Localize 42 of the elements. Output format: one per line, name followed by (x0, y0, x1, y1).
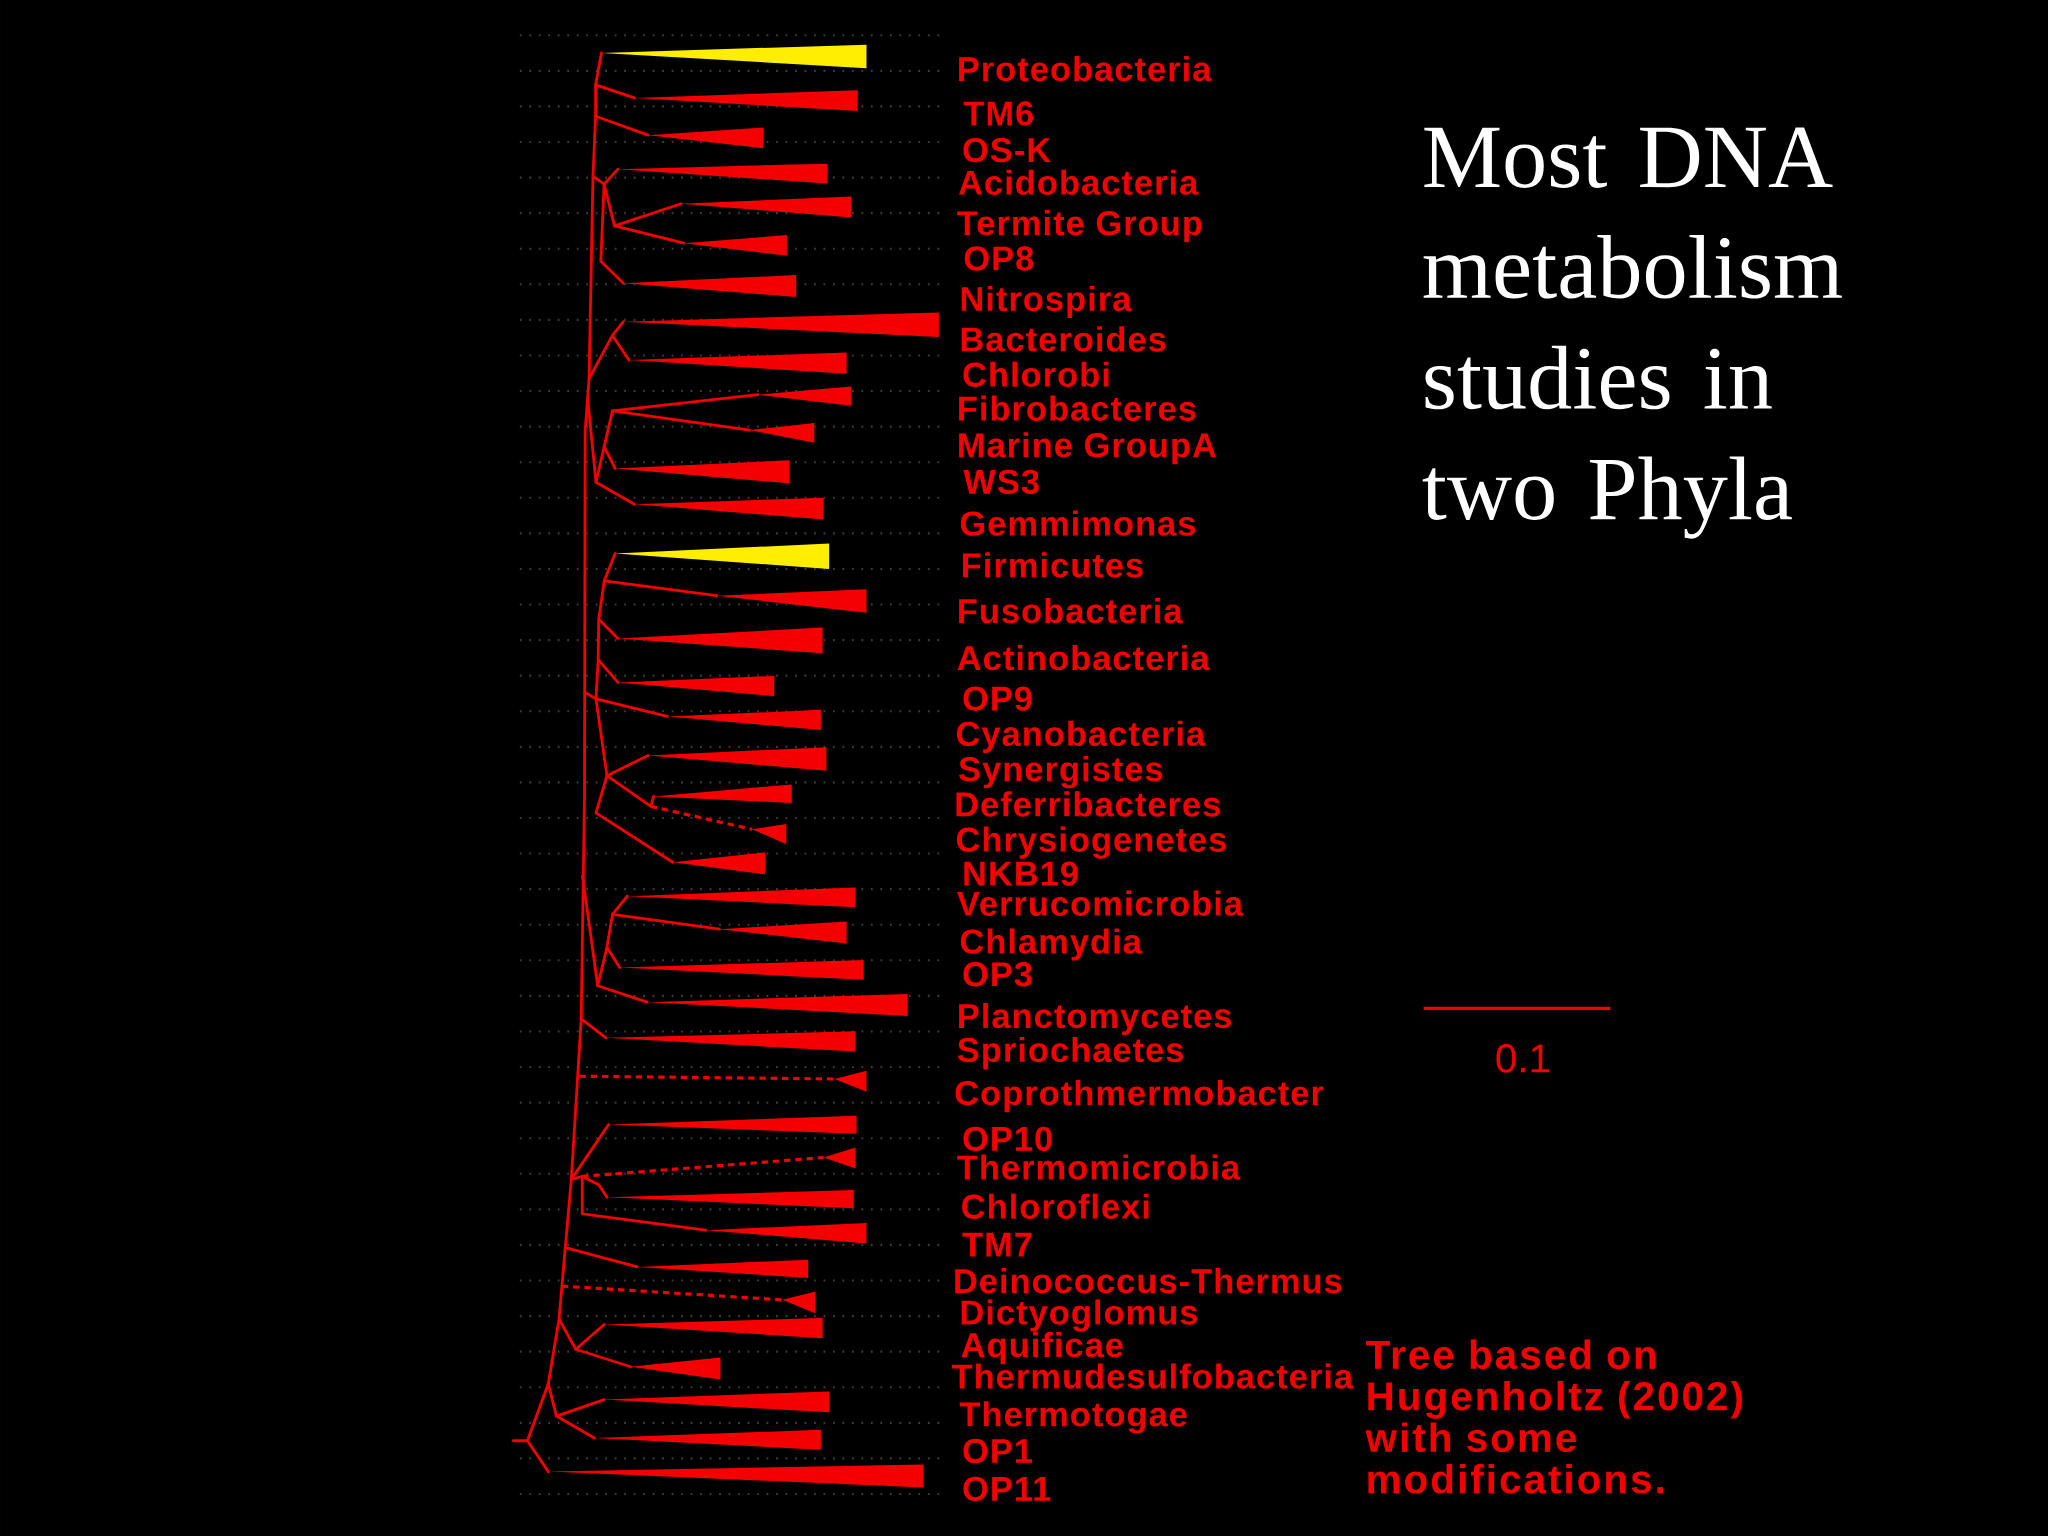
phylum-label: Spriochaetes (957, 1036, 1184, 1070)
phylum-label: Thermudesulfobacteria (951, 1363, 1354, 1389)
phylum-label: Nitrospira (961, 285, 1132, 319)
phylum-label: TM6 (963, 101, 1034, 126)
phylum-label: Synergistes (959, 756, 1163, 789)
phylum-label: Termite Group (957, 210, 1202, 243)
phylum-label: OP8 (964, 246, 1034, 271)
phylum-label: Marine GroupA (959, 432, 1216, 465)
phylum-label: OP10 (963, 1126, 1052, 1152)
phylum-label: Chrysiogenetes (956, 826, 1226, 859)
phylum-label: Proteobacteria (959, 56, 1212, 82)
phylum-label: Fusobacteria (959, 598, 1183, 624)
phylum-label: Verrucomicrobia (957, 890, 1244, 916)
phylum-label: OP1 (963, 1438, 1033, 1464)
phylum-label: Coprothmermobacter (955, 1080, 1324, 1113)
phylum-label: OP9 (963, 686, 1032, 711)
phylum-label: Deinococcus-Thermus (955, 1268, 1342, 1294)
phylum-label: Chloroflexi (962, 1193, 1149, 1219)
phylum-label: Thermotogae (959, 1401, 1187, 1434)
phylum-label: Aquificae (961, 1332, 1123, 1365)
phylum-label: OP11 (963, 1476, 1051, 1502)
phylum-label: Bacteroides (961, 326, 1166, 352)
phylum-label: OS-K (963, 137, 1051, 163)
phylum-label: Actinobacteria (957, 645, 1210, 671)
phylum-label: Chlamydia (960, 928, 1143, 961)
phylum-label: TM7 (962, 1232, 1032, 1257)
phylum-label: WS3 (963, 469, 1039, 495)
phylum-label: Chlorobi (963, 361, 1109, 387)
phylum-label: Thermomicrobia (957, 1154, 1241, 1180)
phylum-label: Acidobacteria (959, 169, 1199, 195)
phylum-label: Cyanobacteria (956, 720, 1206, 753)
phylum-label: Planctomycetes (959, 1002, 1232, 1036)
slide-title: Most DNA metabolism studies in two Phyla (1422, 127, 1842, 539)
phylum-label: NKB19 (964, 861, 1078, 886)
phylum-label: Gemmimonas (960, 510, 1196, 536)
phylum-label: OP3 (963, 962, 1032, 987)
phylum-label: Fibrobacteres (959, 395, 1196, 421)
phylum-label: Deferribacteres (956, 791, 1220, 817)
phylum-label: Dictyoglomus (961, 1299, 1198, 1332)
caption-note: Tree based on Hugenholtz (2002) with some modifications. (1365, 1339, 1742, 1494)
phylum-label: Firmicutes (963, 552, 1143, 578)
scale-label: 0.1 (1496, 1044, 1550, 1073)
